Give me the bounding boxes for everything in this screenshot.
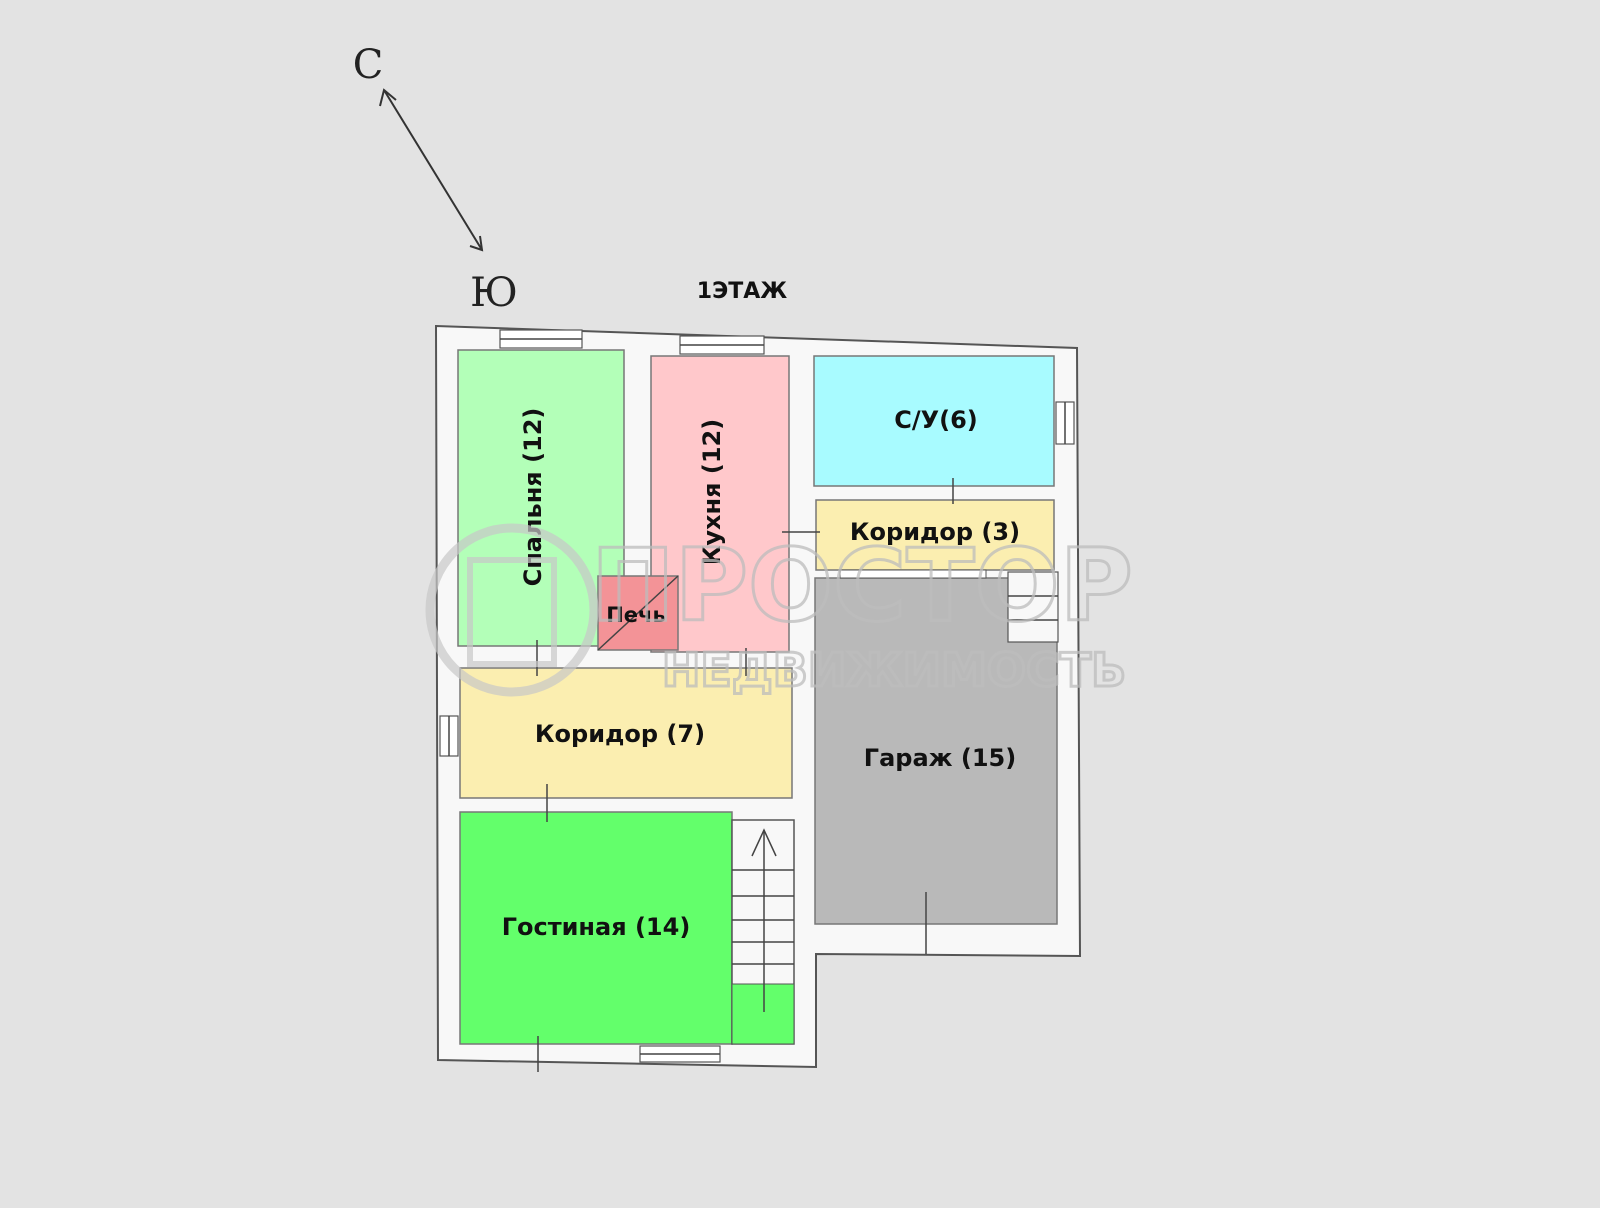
compass-axis: [383, 89, 483, 251]
label-stove: Печь: [606, 603, 666, 627]
label-kitchen: Кухня (12): [698, 419, 726, 565]
label-garage: Гараж (15): [864, 744, 1016, 772]
doors: [536, 478, 954, 1072]
compass-south-label: Ю: [470, 270, 518, 316]
room-living: [459, 811, 733, 1045]
garage-steps: [1007, 571, 1059, 643]
watermark-logo-ring: [425, 523, 599, 697]
label-living: Гостиная (14): [502, 913, 691, 941]
stair-up-arrow-icon: [751, 828, 777, 857]
steps-block: [1007, 571, 1059, 643]
stove-diagonal: [597, 575, 679, 651]
windows: [439, 329, 1075, 1063]
label-corridor-small: Коридор (3): [850, 518, 1020, 546]
floor-title: 1ЭТАЖ: [697, 279, 787, 304]
label-corridor-large: Коридор (7): [535, 720, 705, 748]
watermark-logo-icon: [467, 557, 557, 667]
compass: С Ю: [353, 42, 518, 316]
watermark-subtitle: НЕДВИЖИМОСТЬ: [662, 643, 1126, 697]
label-bedroom: Спальня (12): [519, 408, 547, 587]
room-bathroom: [813, 355, 1055, 487]
watermark: ПРОСТОР НЕДВИЖИМОСТЬ: [425, 523, 1134, 699]
stair-landing: [731, 983, 795, 1045]
north-arrow-icon: [379, 88, 397, 107]
staircase: [731, 819, 795, 1045]
watermark-brand: ПРОСТОР: [591, 527, 1133, 644]
compass-north-label: С: [353, 42, 384, 88]
garage-gate: [839, 569, 987, 579]
south-arrow-icon: [469, 235, 484, 252]
label-bathroom: С/У(6): [894, 406, 978, 434]
